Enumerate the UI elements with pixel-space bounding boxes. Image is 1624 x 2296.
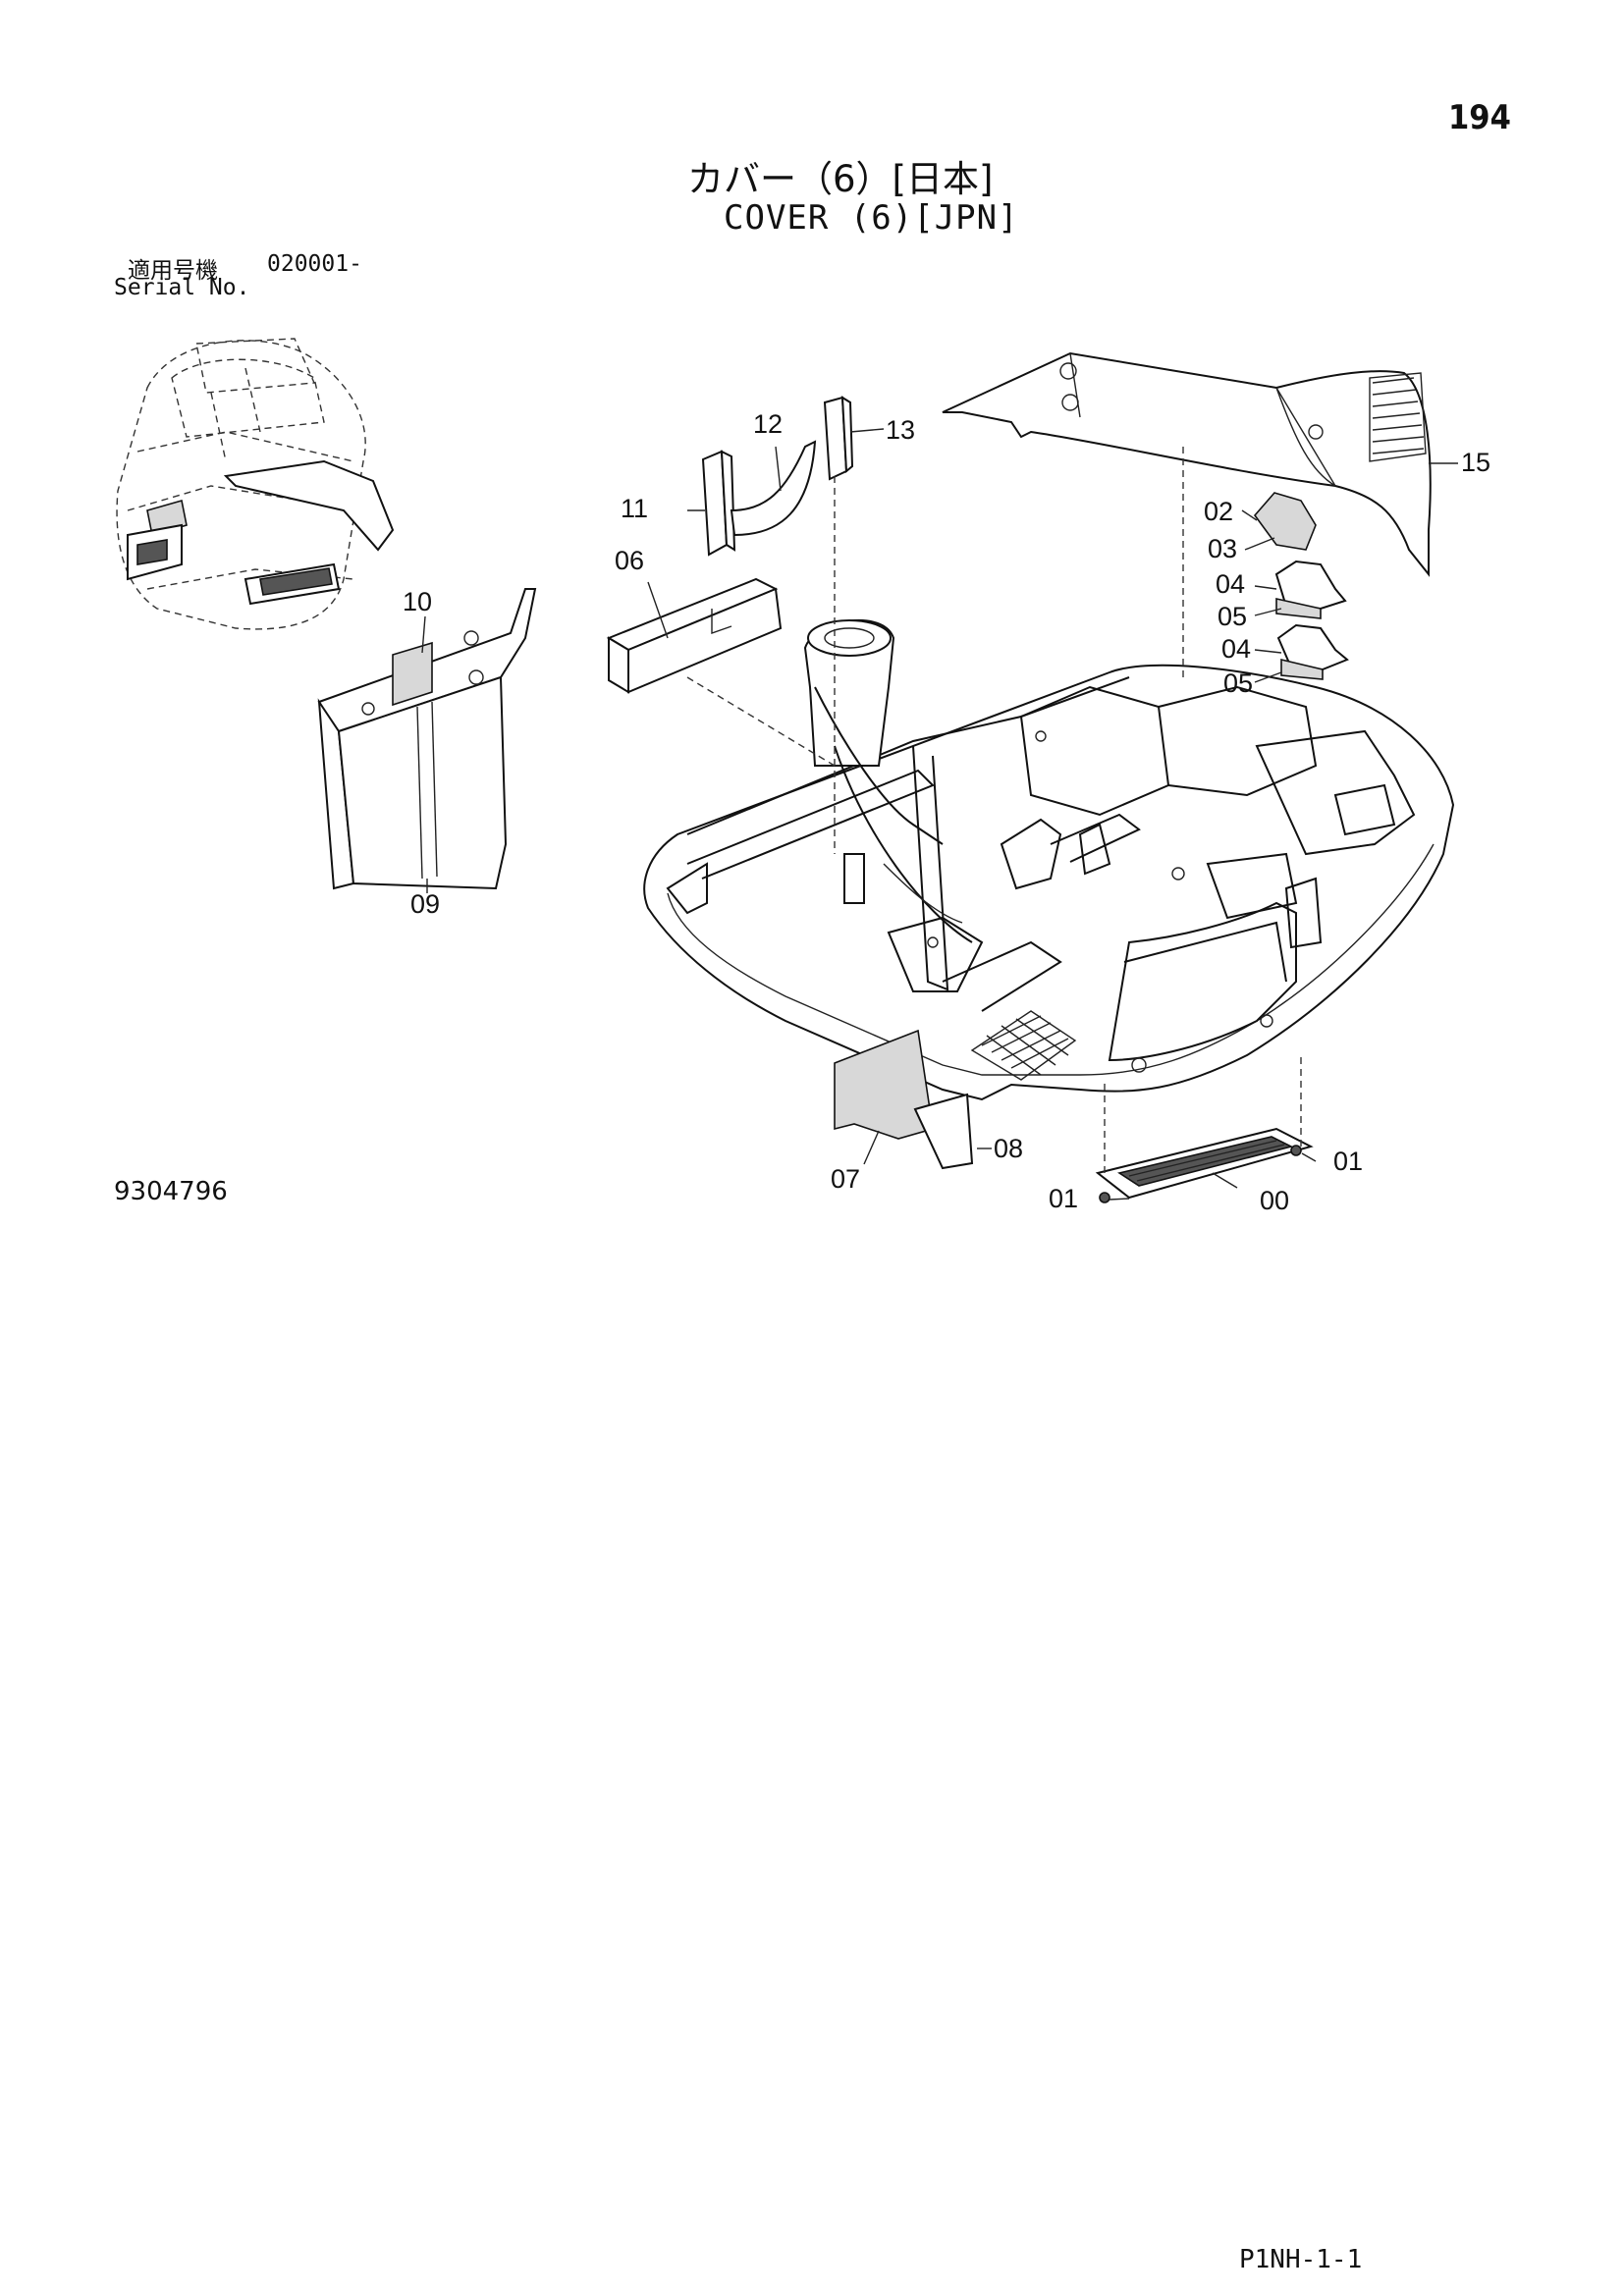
front-plates-07-08 — [834, 1029, 974, 1170]
callout-05-upper: 05 — [1218, 602, 1247, 631]
callout-03: 03 — [1208, 534, 1237, 563]
side-cover-09-10 — [317, 588, 537, 890]
callout-09: 09 — [410, 889, 440, 919]
page-title-english: COVER (6)[JPN] — [724, 198, 1019, 238]
undercover-plate-00 — [1095, 1127, 1314, 1203]
callout-12: 12 — [753, 409, 783, 439]
callout-04-upper: 04 — [1216, 569, 1245, 599]
callout-00: 00 — [1260, 1186, 1289, 1215]
callout-06: 06 — [615, 546, 644, 575]
drawing-number: 9304796 — [114, 1177, 228, 1206]
callout-01-right: 01 — [1333, 1147, 1363, 1176]
serial-label-english: Serial No. — [114, 275, 250, 300]
rear-cover-15 — [942, 351, 1432, 577]
page-number: 194 — [1448, 98, 1511, 137]
seal-parts-11-12-13 — [701, 396, 854, 557]
page-title-japanese: カバー（6）[日本] — [687, 158, 994, 200]
callout-10: 10 — [403, 587, 432, 616]
callout-02: 02 — [1204, 497, 1233, 526]
assembly-guide-lines — [686, 447, 1302, 1173]
callout-07: 07 — [831, 1164, 860, 1194]
cushions-02-05 — [1253, 492, 1349, 680]
page-code: P1NH-1-1 — [1239, 2245, 1363, 2274]
callout-01-left: 01 — [1049, 1184, 1078, 1213]
callout-05-lower: 05 — [1223, 668, 1253, 698]
serial-range: 020001- — [267, 251, 362, 277]
main-frame — [643, 618, 1455, 1101]
cooling-grille-icon — [1369, 372, 1427, 462]
callout-15: 15 — [1461, 448, 1490, 477]
part-callouts: 10 09 11 12 13 06 15 02 03 04 05 04 05 0… — [403, 409, 1490, 1215]
floor-grille-icon — [970, 1010, 1077, 1081]
serial-label-japanese: 適用号機 — [128, 258, 218, 284]
callout-04-lower: 04 — [1221, 634, 1251, 664]
block-06 — [606, 577, 783, 694]
callout-11: 11 — [621, 494, 648, 523]
machine-overview-inset — [116, 338, 395, 630]
callout-08: 08 — [994, 1134, 1023, 1163]
callout-13: 13 — [886, 415, 915, 445]
leader-lines — [421, 428, 1458, 1201]
